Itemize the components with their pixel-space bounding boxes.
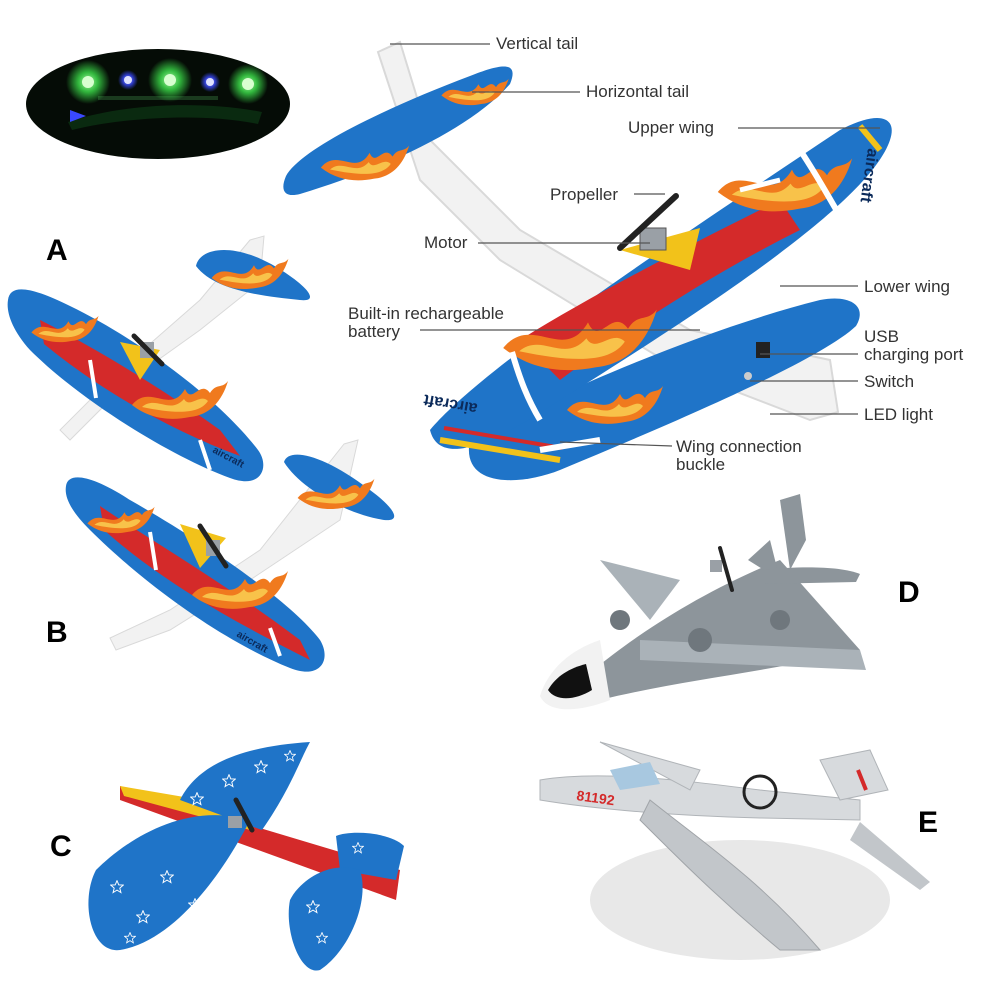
jet-number: 81192 xyxy=(576,787,616,808)
callout-led-light: LED light xyxy=(864,405,933,424)
main-plane: aircraft aircraft xyxy=(283,40,892,481)
plane-c xyxy=(88,742,404,971)
callout-upper-wing: Upper wing xyxy=(628,118,714,137)
callout-horizontal-tail: Horizontal tail xyxy=(586,82,689,101)
callout-lines xyxy=(390,43,880,447)
callout-lower-wing: Lower wing xyxy=(864,277,950,296)
callout-vertical-tail: Vertical tail xyxy=(496,34,579,53)
callout-motor: Motor xyxy=(424,233,468,252)
variant-label-c: C xyxy=(50,830,72,863)
plane-d xyxy=(540,494,866,710)
plane-a: aircraft xyxy=(7,235,311,482)
plane-e: 81192 xyxy=(539,741,930,960)
callout-usb-port: USB charging port xyxy=(864,328,963,364)
plane-b: aircraft xyxy=(65,439,395,672)
callout-buckle-line2: buckle xyxy=(676,455,726,474)
callout-buckle-line1: Wing connection xyxy=(676,437,802,456)
callout-propeller: Propeller xyxy=(550,185,619,204)
callout-battery: Built-in rechargeable battery xyxy=(348,305,504,341)
callout-switch: Switch xyxy=(864,372,915,391)
callout-usb-line2: charging port xyxy=(864,345,964,364)
variant-label-e: E xyxy=(918,806,939,839)
variant-label-b: B xyxy=(46,616,68,649)
callout-usb-line1: USB xyxy=(864,327,899,346)
callout-wing-buckle: Wing connection buckle xyxy=(676,438,802,474)
variant-label-a: A xyxy=(46,234,68,267)
led-night-inset xyxy=(26,49,290,159)
callout-battery-line2: battery xyxy=(348,322,400,341)
variant-label-d: D xyxy=(898,576,920,609)
callout-battery-line1: Built-in rechargeable xyxy=(348,304,504,323)
